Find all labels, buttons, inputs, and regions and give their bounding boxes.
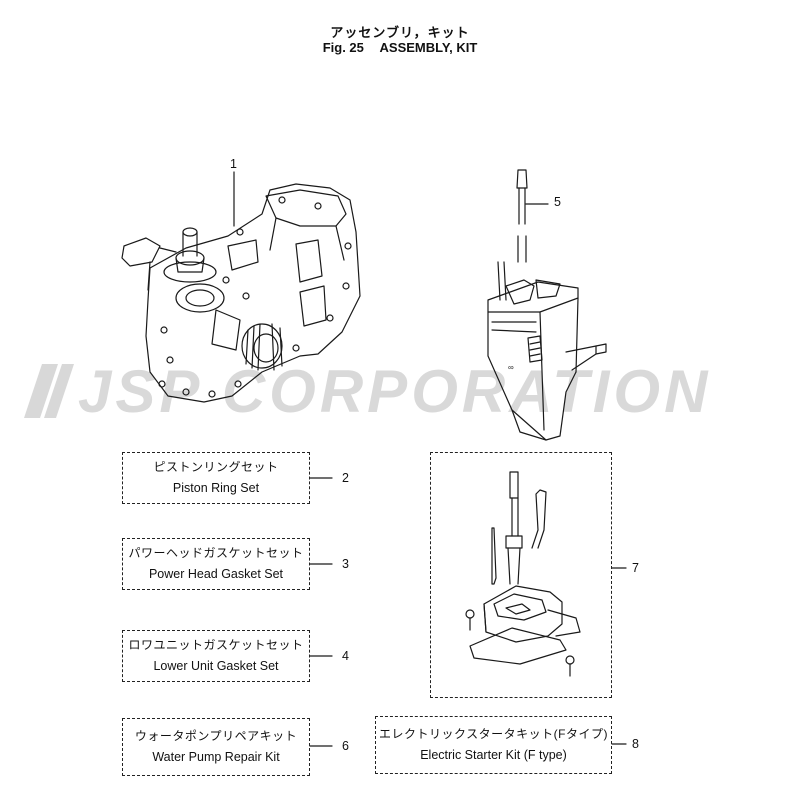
- kit-label-jp: ロワユニットガスケットセット: [128, 638, 304, 652]
- power-head-illustration: [121, 171, 361, 403]
- kit-box-lower-unit-components: [430, 452, 612, 698]
- kit-label-en: Power Head Gasket Set: [148, 567, 284, 581]
- kit-label-jp: パワーヘッドガスケットセット: [128, 546, 304, 560]
- figure-number: Fig. 25: [322, 40, 364, 55]
- callout-2: 2: [342, 471, 349, 485]
- kit-label-en: Water Pump Repair Kit: [152, 750, 280, 764]
- kit-label-jp: エレクトリックスタータキット(Fタイプ): [379, 727, 608, 741]
- drive-shaft-kit-illustration: [465, 471, 581, 677]
- kit-label-en: Electric Starter Kit (F type): [420, 748, 567, 762]
- kit-label-jp: ウォータポンプリペアキット: [134, 729, 298, 743]
- callout-8: 8: [632, 737, 639, 751]
- kit-box-piston-ring-set: ピストンリングセット Piston Ring Set: [122, 452, 310, 504]
- kit-box-electric-starter-kit: エレクトリックスタータキット(Fタイプ) Electric Starter Ki…: [375, 716, 612, 774]
- svg-text:∞: ∞: [508, 363, 514, 372]
- lower-unit-illustration: ∞: [487, 169, 607, 441]
- title-english: Fig. 25 ASSEMBLY, KIT: [0, 40, 800, 55]
- watermark-logo: JSP CORPORATION: [24, 360, 707, 422]
- kit-label-en: Piston Ring Set: [172, 481, 260, 495]
- callout-3: 3: [342, 557, 349, 571]
- kit-label-en: Lower Unit Gasket Set: [153, 659, 279, 673]
- callout-1: 1: [230, 157, 237, 171]
- title-japanese: アッセンブリ，キット: [330, 25, 470, 40]
- kit-box-power-head-gasket-set: パワーヘッドガスケットセット Power Head Gasket Set: [122, 538, 310, 590]
- kit-box-lower-unit-gasket-set: ロワユニットガスケットセット Lower Unit Gasket Set: [122, 630, 310, 682]
- leader-lines: [309, 477, 627, 747]
- kit-box-water-pump-repair-kit: ウォータポンプリペアキット Water Pump Repair Kit: [122, 718, 310, 776]
- kit-label-jp: ピストンリングセット: [153, 460, 279, 474]
- callout-5: 5: [554, 195, 561, 209]
- callout-7: 7: [632, 561, 639, 575]
- figure-title: ASSEMBLY, KIT: [379, 40, 478, 55]
- callout-4: 4: [342, 649, 349, 663]
- callout-6: 6: [342, 739, 349, 753]
